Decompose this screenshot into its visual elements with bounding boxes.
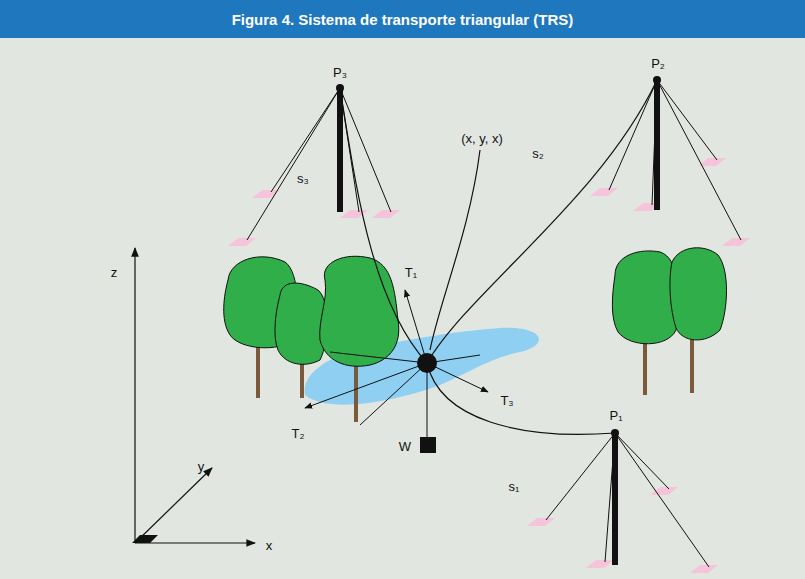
load-weight bbox=[420, 437, 436, 453]
trees-left bbox=[224, 256, 399, 422]
cable-label: s₁ bbox=[509, 480, 520, 493]
cable-label: s₂ bbox=[532, 147, 544, 160]
origin-mark bbox=[132, 535, 158, 543]
cable-label: s₃ bbox=[297, 172, 309, 185]
weight-label: W bbox=[399, 440, 411, 453]
axis-label: x bbox=[266, 539, 273, 552]
ground bbox=[0, 38, 805, 579]
title-band: Figura 4. Sistema de transporte triangul… bbox=[0, 0, 805, 38]
force-label: T₂ bbox=[292, 427, 305, 440]
force-label: T₁ bbox=[405, 266, 417, 279]
trees-right bbox=[612, 248, 726, 395]
cables bbox=[340, 80, 657, 434]
axis-label: y bbox=[198, 460, 205, 473]
axis-label: z bbox=[111, 266, 118, 279]
title: Figura 4. Sistema de transporte triangul… bbox=[232, 11, 574, 28]
force-label: T₃ bbox=[500, 394, 513, 407]
guy-wires bbox=[247, 80, 741, 567]
anchor-pads bbox=[228, 158, 750, 573]
pole-label: P₁ bbox=[609, 409, 622, 422]
force-vectors bbox=[305, 290, 488, 438]
axes bbox=[135, 248, 255, 543]
pole-label: P₃ bbox=[333, 66, 347, 79]
pole-label: P₂ bbox=[651, 57, 665, 70]
coordinate-label: (x, y, x) bbox=[461, 132, 503, 145]
carriage bbox=[417, 353, 437, 373]
